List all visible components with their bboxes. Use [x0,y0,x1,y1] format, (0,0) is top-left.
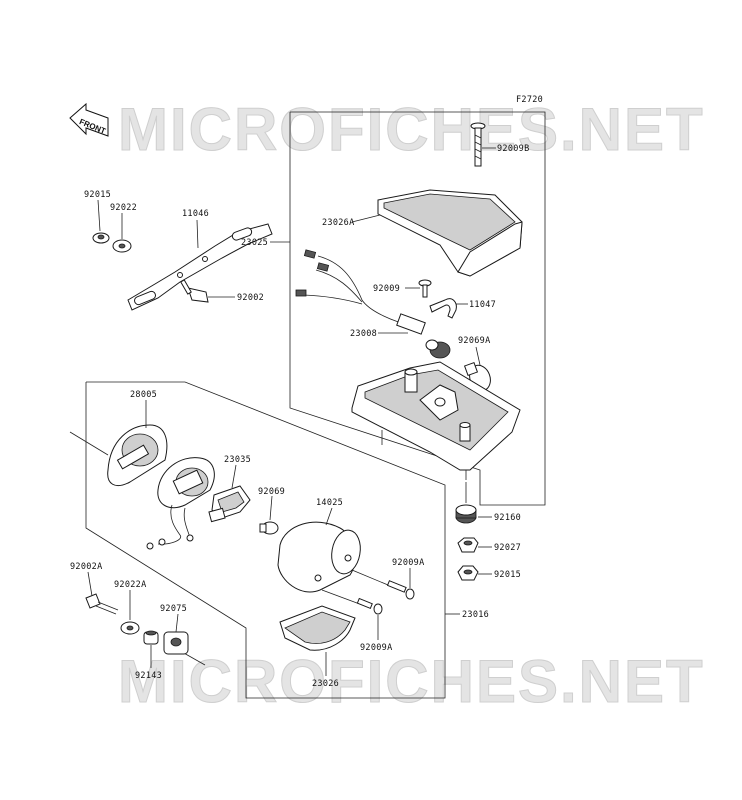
bulb-92069 [259,521,279,535]
clip-23035 [208,485,251,523]
screw-92009b [470,122,486,167]
label-92022a: 92022A [114,580,147,590]
label-92015-top: 92015 [84,190,111,200]
bracket-11046 [127,223,273,311]
label-23026a: 23026A [322,218,355,228]
damper-92075 [163,631,189,655]
label-23025: 23025 [241,238,268,248]
label-92075: 92075 [160,604,187,614]
label-92027: 92027 [494,543,521,553]
label-92160: 92160 [494,513,521,523]
watermark-top: MICROFICHES.NET [118,96,705,163]
label-11047: 11047 [469,300,496,310]
nut-92015-top [92,232,110,244]
front-arrow-icon: FRONT [69,102,109,137]
clamp-11047 [429,298,457,319]
label-92069: 92069 [258,487,285,497]
bolt-92002a [85,593,119,615]
label-14025: 14025 [316,498,343,508]
label-28005: 28005 [130,390,157,400]
label-92022: 92022 [110,203,137,213]
label-92009b: 92009B [497,144,530,154]
figure-code: F2720 [516,95,543,105]
label-23016: 23016 [462,610,489,620]
collar-92143 [143,630,159,645]
nut-92027 [457,537,479,553]
lens-cover-23026a [377,189,523,277]
watermark-bottom: MICROFICHES.NET [118,648,705,715]
wiring-harness-23008 [295,249,451,359]
screw-92009a-lower [321,589,383,615]
label-23035: 23035 [224,455,251,465]
label-92009: 92009 [373,284,400,294]
lens-23026 [279,605,356,651]
box-23025 [289,111,546,506]
label-92069a: 92069A [458,336,491,346]
box-23016 [85,381,446,699]
screw-92009a-upper [351,569,415,600]
label-23026: 23026 [312,679,339,689]
label-11046: 11046 [182,209,209,219]
label-23008: 23008 [350,329,377,339]
nut-92015-bottom [457,565,479,581]
washer-92022 [112,239,132,253]
label-92009a-lower: 92009A [360,643,393,653]
label-92002: 92002 [237,293,264,303]
bolt-92002 [180,279,209,303]
label-92002a: 92002A [70,562,103,572]
socket-assembly [146,457,215,550]
lens-housing-14025 [277,521,361,593]
label-92143: 92143 [135,671,162,681]
washer-92022a [120,621,140,635]
reflector-28005 [107,424,168,486]
label-92015-bottom: 92015 [494,570,521,580]
grommet-92160 [455,504,477,524]
housing-base [351,361,521,480]
label-92009a-upper: 92009A [392,558,425,568]
screw-92009 [418,279,432,298]
